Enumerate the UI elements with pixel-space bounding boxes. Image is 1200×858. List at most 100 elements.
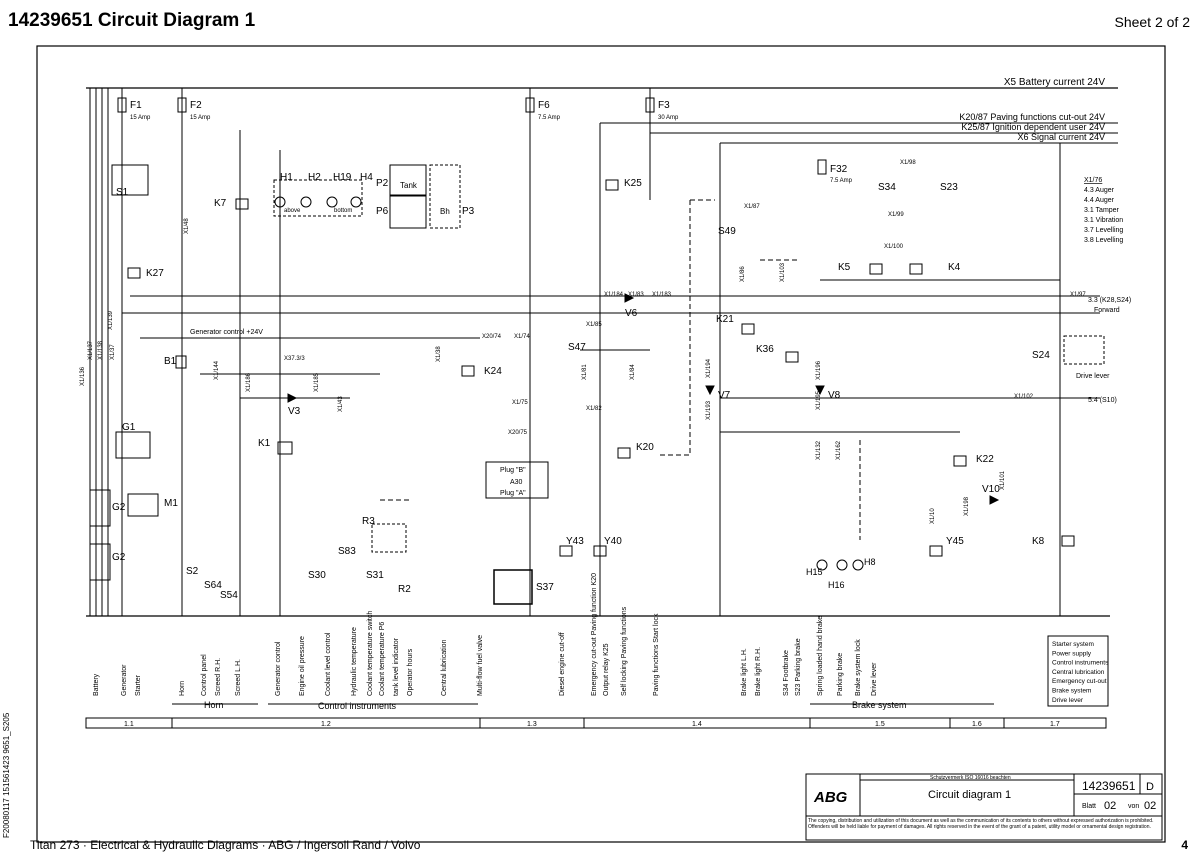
wire-label: X1/43: [338, 396, 344, 412]
function-label: Brake light L.H.: [741, 648, 748, 696]
label-s31: S31: [366, 570, 384, 581]
label-s2: S2: [186, 566, 199, 577]
group-label-brake-system: Brake system: [852, 700, 907, 710]
function-label: Brake light R.H.: [755, 647, 762, 696]
label-s1: S1: [116, 187, 129, 198]
rail-label-signal: X6 Signal current 24V: [1017, 132, 1105, 142]
wire-label: X1/87: [744, 204, 760, 210]
label-k21: K21: [716, 314, 734, 325]
title-block-of: 02: [1144, 800, 1156, 812]
wire-label: X20/75: [508, 430, 528, 436]
wire-label: X1/81: [582, 364, 588, 380]
main-feed-wires: [89, 88, 1061, 616]
label-s37: S37: [536, 582, 554, 593]
fuse-rating-f1: 15 Amp: [130, 115, 151, 121]
label-k20: K20: [636, 442, 654, 453]
label-h1: H1: [280, 172, 293, 183]
function-label: Drive lever: [871, 662, 878, 696]
group-label-horn: Horn: [204, 700, 224, 710]
indicator-lamps: [273, 179, 864, 571]
label-k36: K36: [756, 344, 774, 355]
fuse-label-f1: F1: [130, 100, 142, 111]
function-label: Generator control: [275, 641, 282, 696]
wire-label: X1/183: [652, 292, 672, 298]
function-label: Output relay K25: [603, 643, 610, 696]
wire-label: X1/97: [1070, 292, 1086, 298]
label-forward: Forward: [1094, 307, 1120, 314]
wire-label: X1/186: [246, 372, 252, 392]
wire-label: X1/162: [836, 440, 842, 460]
wire-label: X1/86: [740, 266, 746, 282]
label-k1: K1: [258, 438, 271, 449]
page-title: 14239651 Circuit Diagram 1: [8, 10, 256, 31]
abg-logo: ABG: [813, 789, 848, 806]
wire-label: X1/48: [184, 218, 190, 234]
section-number: 1.4: [692, 721, 702, 728]
title-block-rev: D: [1146, 781, 1154, 793]
gauge-p2: [389, 164, 427, 196]
section-number: 1.5: [875, 721, 885, 728]
wire-label: X1/195: [816, 390, 822, 410]
label-k25: K25: [624, 178, 642, 189]
section-bar: [85, 717, 1107, 729]
label-drive-lever: Drive lever: [1076, 373, 1110, 380]
label-v3: V3: [288, 406, 301, 417]
wire-label: X1/99: [888, 212, 904, 218]
legend-item: Power supply: [1052, 650, 1092, 657]
drive-lever-box: [1063, 335, 1105, 365]
title-block-sheet: 02: [1104, 800, 1116, 812]
gauge-p6: [389, 195, 427, 229]
section-number: 1.7: [1050, 721, 1060, 728]
wire-label: X1/144: [214, 360, 220, 380]
function-label: Central lubrication: [441, 639, 448, 696]
wire-label: X1/136: [80, 366, 86, 386]
function-label: Self locking Paving functions: [621, 606, 628, 696]
label-plug-a: Plug "A": [500, 490, 526, 497]
label-y40: Y40: [604, 536, 622, 547]
title-block-von: von: [1128, 803, 1139, 810]
label-v8: V8: [828, 390, 841, 401]
label-h8: H8: [864, 557, 876, 567]
label-p6: P6: [376, 206, 389, 217]
fuse-f3: [645, 97, 655, 113]
label-v7: V7: [718, 390, 731, 401]
group-label-control-instruments: Control instruments: [318, 701, 397, 711]
function-label: Emergency cut-out Paving function K20: [591, 573, 598, 696]
coil-y40: [593, 545, 607, 557]
wire-label: X1/193: [706, 400, 712, 420]
label-y43: Y43: [566, 536, 584, 547]
legend-item: Emergency cut-out: [1052, 678, 1107, 685]
function-label: Coolant temperature switch: [367, 611, 374, 696]
label-p2: P2: [376, 178, 389, 189]
label-a30: A30: [510, 479, 523, 486]
coil-y45: [929, 545, 943, 557]
function-label: Horn: [179, 681, 186, 696]
label-k5: K5: [838, 262, 851, 273]
auger-item: 3.1 Tamper: [1084, 207, 1120, 214]
wire-label: X1/137: [88, 340, 94, 360]
wire-label: X1/83: [628, 292, 644, 298]
label-v6: V6: [625, 308, 638, 319]
title-block-blatt: Blatt: [1082, 803, 1096, 810]
function-label: Starter: [135, 674, 142, 696]
label-k8: K8: [1032, 536, 1045, 547]
rail-label-ignition: K25/87 Ignition dependent user 24V: [961, 122, 1105, 132]
label-b1: B1: [164, 356, 177, 367]
wire-label: X1/138: [98, 340, 104, 360]
function-label: tank level indicator: [393, 637, 400, 696]
auger-item: 3.7 Levelling: [1084, 227, 1123, 234]
sheet-indicator: Sheet 2 of 2: [1114, 14, 1190, 30]
rail-label-battery: X5 Battery current 24V: [1004, 77, 1105, 88]
fuse-rating-f3: 30 Amp: [658, 115, 679, 121]
power-rails: [86, 87, 1118, 617]
r3-box: [371, 523, 407, 553]
page-number: 4: [1181, 838, 1188, 852]
fuse-f32: [817, 159, 827, 175]
wire-label: X1/196: [816, 360, 822, 380]
function-label: Generator: [121, 664, 128, 696]
auger-item: 3.1 Vibration: [1084, 217, 1123, 224]
fuse-label-f6: F6: [538, 100, 550, 111]
